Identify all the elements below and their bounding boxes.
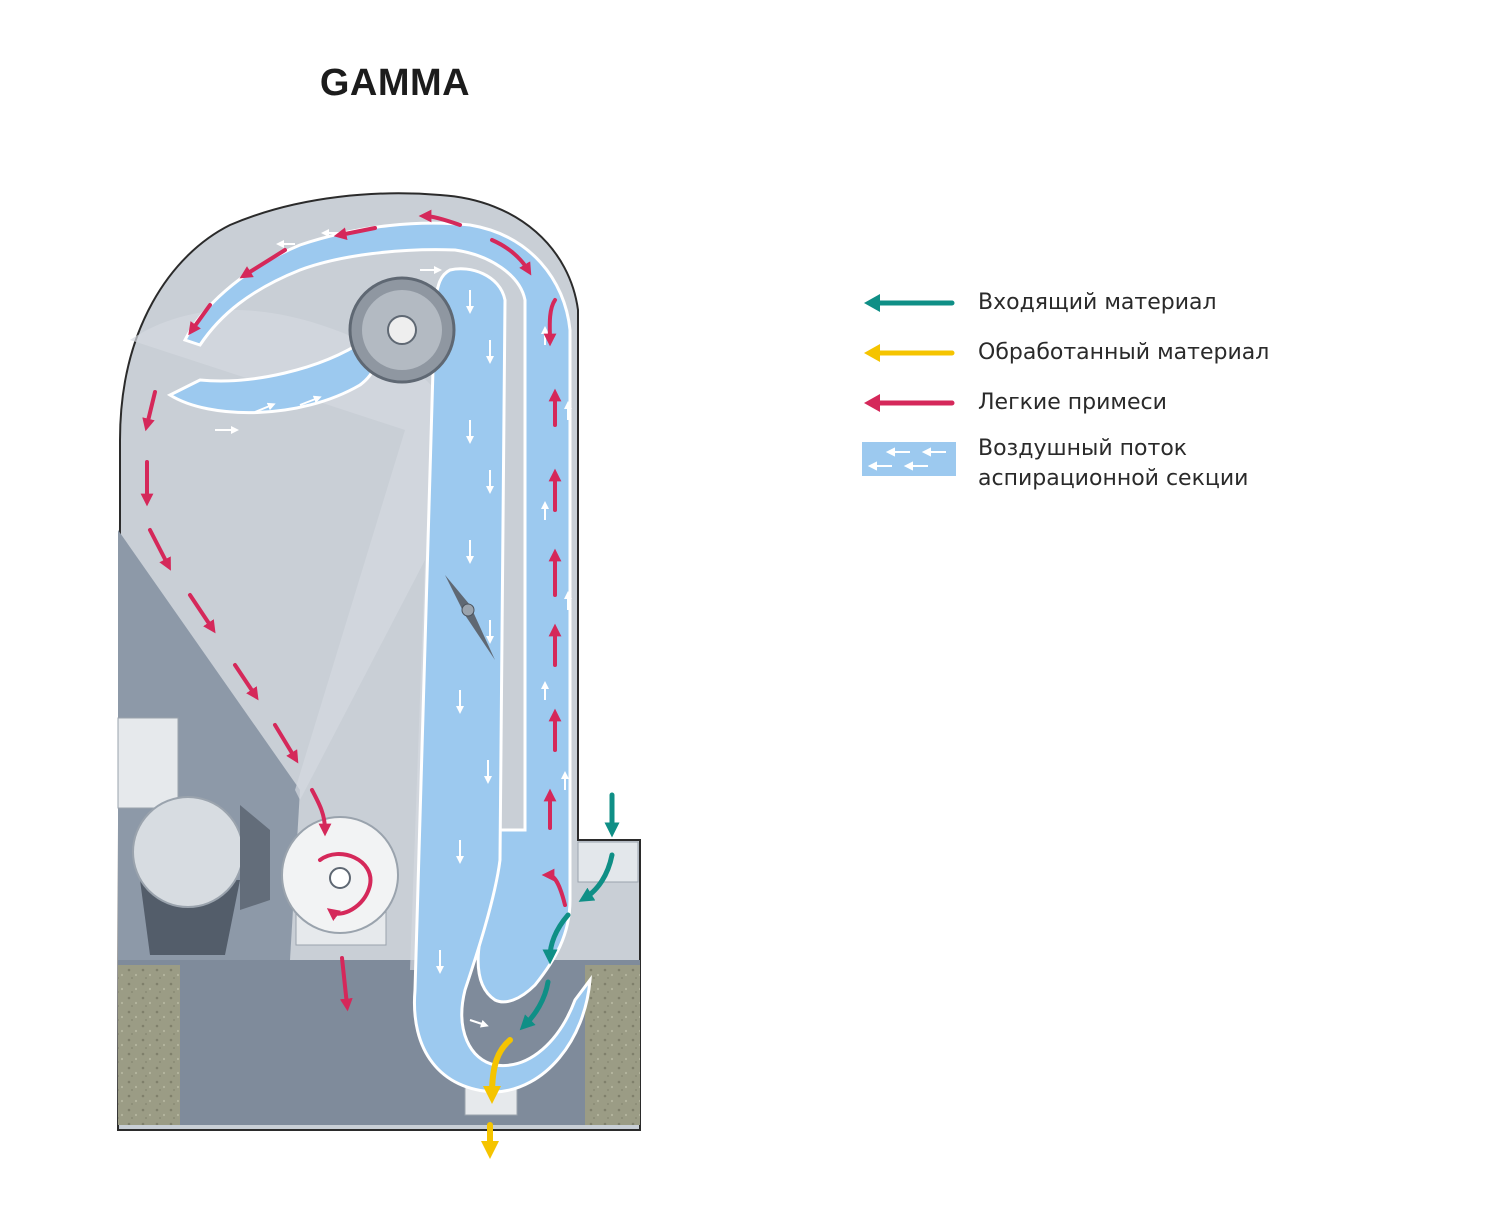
legend-label-incoming: Входящий материал [978, 290, 1217, 315]
processed-material-path [481, 1037, 513, 1159]
flap-valve [445, 575, 495, 660]
legend-item-light-impurities: Легкие примеси [862, 384, 1422, 434]
airflow-swatch-icon [862, 442, 956, 476]
legend-item-airflow: Воздушный поток аспирационной секции [862, 434, 1422, 514]
legend-label-light-impurities: Легкие примеси [978, 390, 1167, 415]
legend: Входящий материал Обработанный материал … [862, 284, 1422, 514]
legend-label-airflow-line1: Воздушный поток [978, 436, 1188, 461]
light-impurities-path [140, 209, 567, 1012]
legend-label-processed: Обработанный материал [978, 340, 1270, 365]
arrow-left-red-icon [864, 394, 955, 412]
airflow-channel [166, 221, 592, 1094]
arrow-left-yellow-icon [864, 344, 955, 362]
legend-item-processed: Обработанный материал [862, 334, 1422, 384]
legend-label-airflow: Воздушный поток аспирационной секции [978, 434, 1248, 494]
motor [132, 796, 270, 955]
page-title: GAMMA [319, 62, 471, 104]
incoming-material-path [519, 792, 620, 1031]
impurity-auger [281, 816, 399, 946]
legend-item-incoming: Входящий материал [862, 284, 1422, 334]
rotor-wheel [348, 276, 456, 384]
arrow-left-teal-icon [864, 294, 955, 312]
legend-label-airflow-line2: аспирационной секции [978, 466, 1249, 491]
